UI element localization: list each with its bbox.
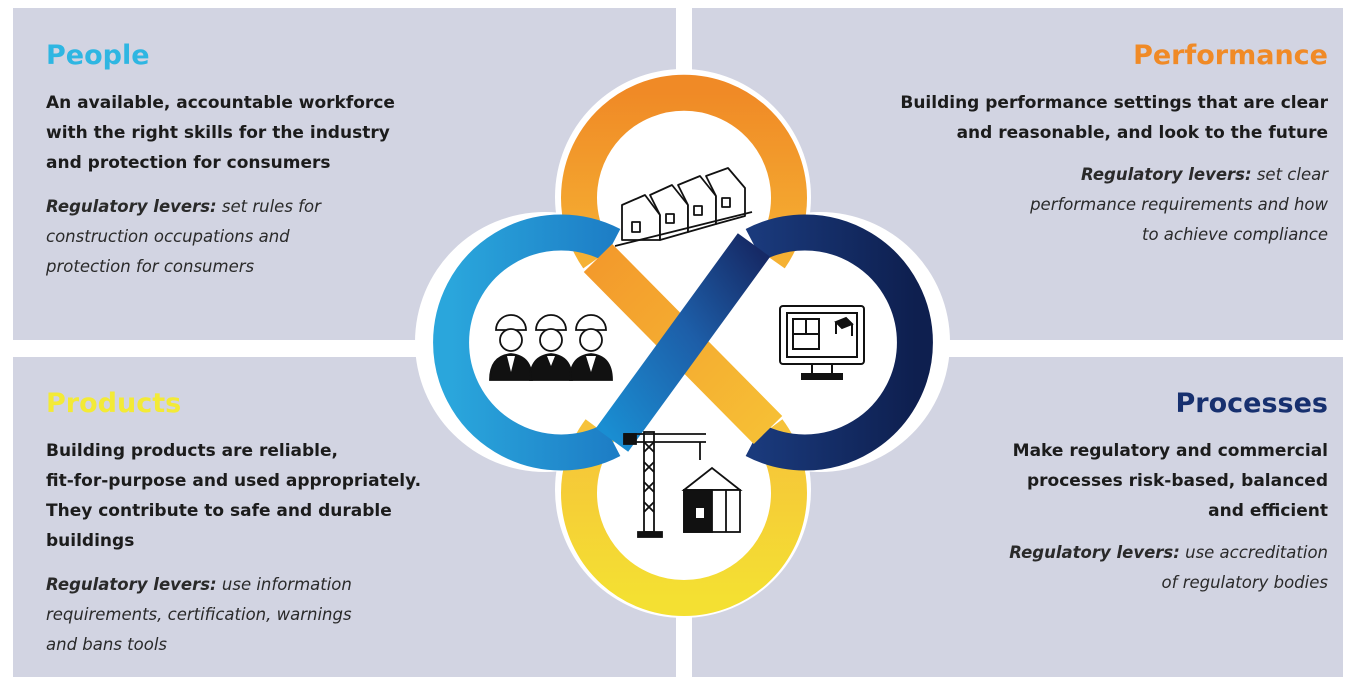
levers-line: protection for consumers bbox=[46, 257, 255, 276]
processes-loop bbox=[745, 214, 933, 471]
description-line: and reasonable, and look to the future bbox=[956, 123, 1328, 143]
description-line: processes risk-based, balanced bbox=[1027, 471, 1328, 491]
performance-levers: Regulatory levers: set clear performance… bbox=[1030, 160, 1328, 250]
processes-description: Make regulatory and commercial processes… bbox=[1013, 436, 1328, 526]
levers-label: Regulatory levers: bbox=[1009, 543, 1180, 562]
row-of-houses-icon bbox=[614, 167, 753, 247]
levers-label: Regulatory levers: bbox=[46, 197, 217, 216]
description-line: Building performance settings that are c… bbox=[900, 93, 1328, 113]
levers-line: Regulatory levers: use information bbox=[46, 570, 352, 600]
products-loop bbox=[561, 419, 807, 616]
levers-text: use information bbox=[221, 575, 352, 594]
performance-title: Performance bbox=[1133, 40, 1328, 71]
people-loop bbox=[433, 214, 621, 471]
crane-and-building-icon bbox=[623, 431, 743, 538]
description-line: They contribute to safe and durable bbox=[46, 501, 392, 521]
levers-line: performance requirements and how bbox=[1030, 195, 1328, 214]
people-title: People bbox=[46, 40, 150, 71]
people-levers: Regulatory levers: set rules for constru… bbox=[46, 192, 321, 282]
description-line: buildings bbox=[46, 531, 135, 551]
levers-line: and bans tools bbox=[46, 635, 168, 654]
description-line: and efficient bbox=[1208, 501, 1328, 521]
processes-title: Processes bbox=[1175, 388, 1329, 419]
levers-label: Regulatory levers: bbox=[1080, 165, 1252, 184]
levers-line: of regulatory bodies bbox=[1161, 573, 1328, 592]
products-levers: Regulatory levers: use information requi… bbox=[46, 570, 352, 660]
description-line: Make regulatory and commercial bbox=[1012, 441, 1328, 461]
products-title: Products bbox=[46, 388, 182, 419]
levers-line: construction occupations and bbox=[46, 227, 290, 246]
computer-blueprint-icon bbox=[779, 305, 865, 380]
description-line: fit-for-purpose and used appropriately. bbox=[46, 471, 422, 491]
description-line: and protection for consumers bbox=[46, 153, 331, 173]
processes-levers: Regulatory levers: use accreditation of … bbox=[1009, 538, 1328, 598]
performance-description: Building performance settings that are c… bbox=[900, 88, 1328, 148]
construction-workers-icon bbox=[489, 314, 613, 381]
levers-line: to achieve compliance bbox=[1141, 225, 1328, 244]
levers-text: set rules for bbox=[221, 197, 321, 216]
levers-line: Regulatory levers: set clear bbox=[1030, 160, 1328, 190]
description-line: with the right skills for the industry bbox=[46, 123, 390, 143]
products-description: Building products are reliable, fit-for-… bbox=[46, 436, 421, 556]
levers-line: requirements, certification, warnings bbox=[46, 605, 352, 624]
levers-line: Regulatory levers: use accreditation bbox=[1009, 538, 1328, 568]
description-line: An available, accountable workforce bbox=[46, 93, 395, 113]
people-description: An available, accountable workforce with… bbox=[46, 88, 395, 178]
levers-line: Regulatory levers: set rules for bbox=[46, 192, 321, 222]
performance-loop bbox=[561, 74, 807, 269]
description-line: Building products are reliable, bbox=[46, 441, 338, 461]
levers-text: use accreditation bbox=[1185, 543, 1328, 562]
blue-cross-band bbox=[595, 233, 771, 452]
levers-text: set clear bbox=[1256, 165, 1328, 184]
levers-label: Regulatory levers: bbox=[46, 575, 217, 594]
